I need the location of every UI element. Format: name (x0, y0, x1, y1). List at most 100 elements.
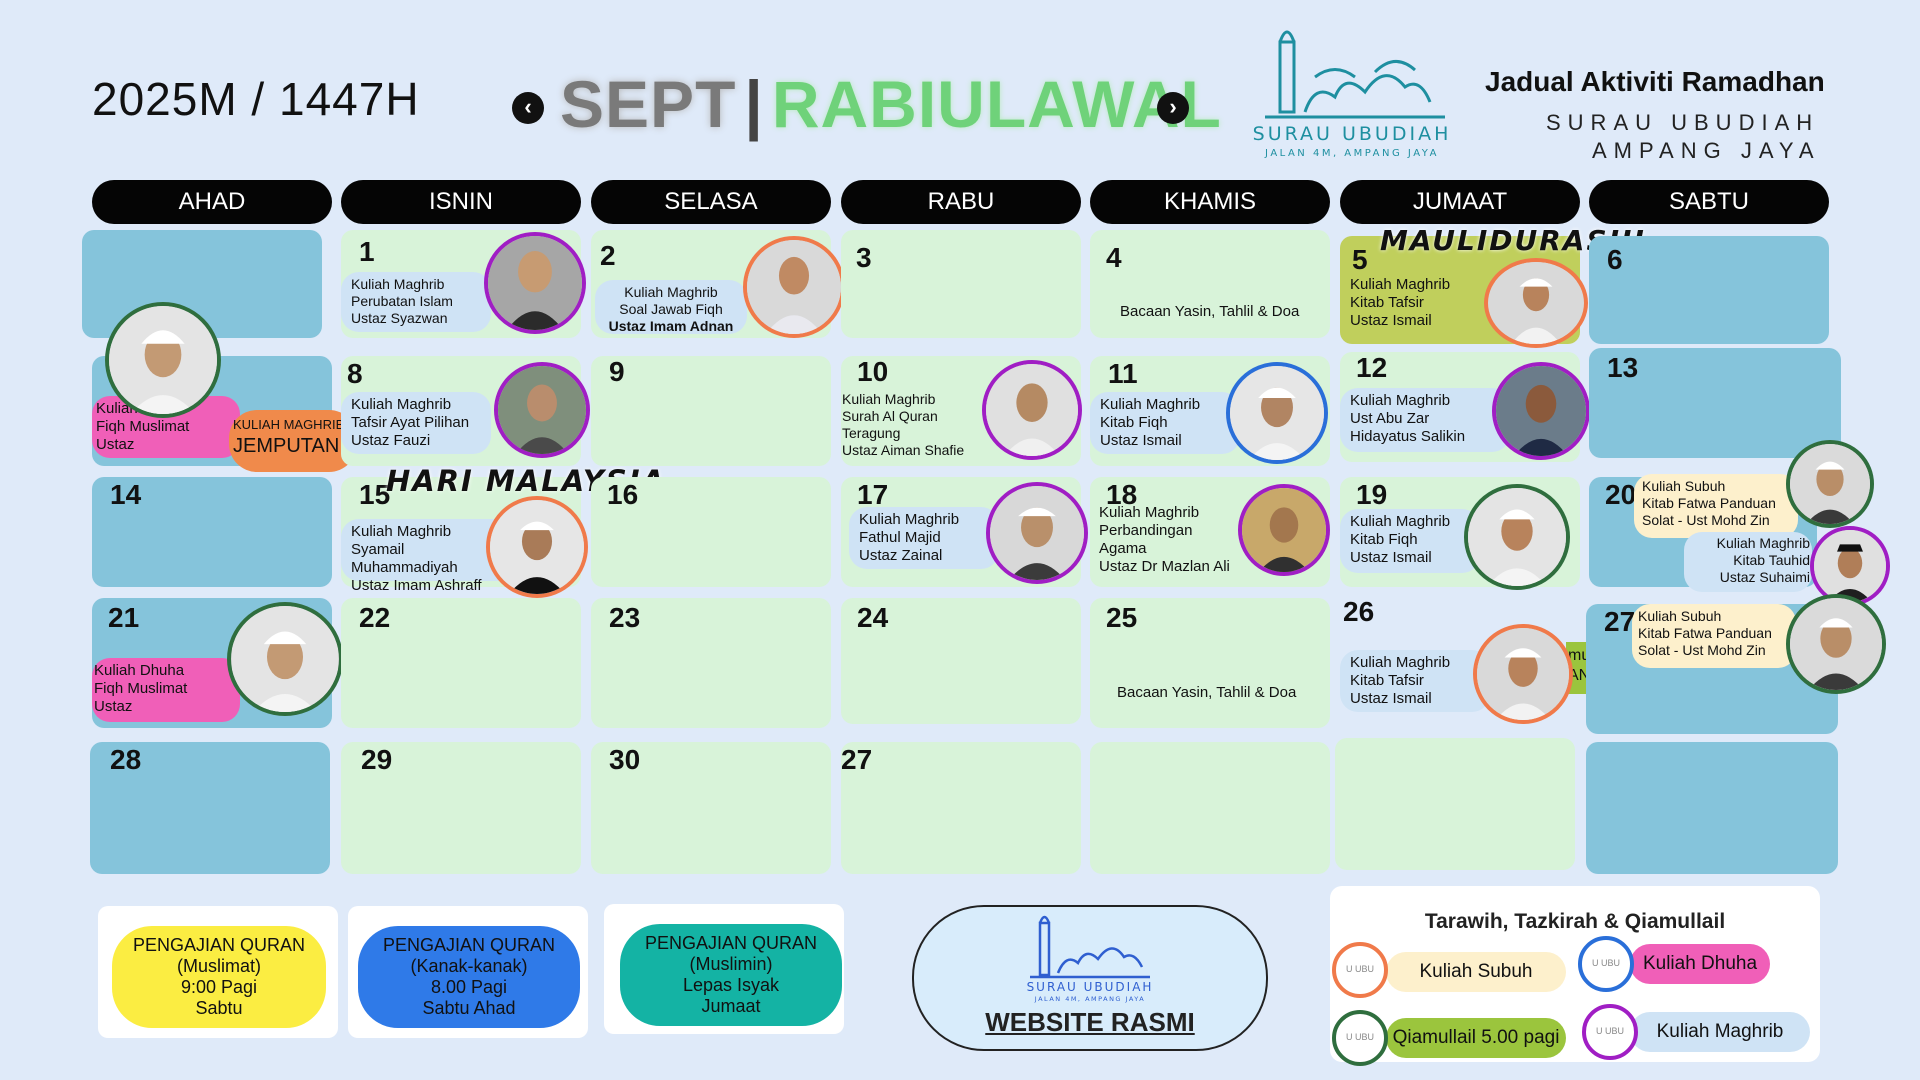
event-topic: Fathul Majid (859, 529, 941, 546)
speaker-avatar (1786, 440, 1874, 528)
surau-name: SURAU UBUDIAH (1546, 110, 1820, 135)
speaker-avatar (1492, 362, 1590, 460)
calendar-cell-9[interactable]: 9 (591, 356, 831, 466)
event-title: Kuliah Maghrib (859, 511, 960, 528)
calendar-cell-30[interactable]: 30 (591, 742, 831, 874)
class-time: 8.00 Pagi (430, 977, 508, 997)
quran-class-muslimat[interactable]: PENGAJIAN QURAN (Muslimat) 9:00 Pagi Sab… (112, 926, 326, 1028)
event-title: Kuliah Maghrib (1350, 392, 1451, 409)
speaker-avatar (743, 236, 845, 338)
calendar-cell-28[interactable]: 28 (90, 742, 330, 874)
event-title: Kuliah Dhuha (94, 662, 185, 679)
calendar-cell-29[interactable]: 29 (341, 742, 581, 874)
event-bubble-subuh: Kuliah Subuh Kitab Fatwa Panduan Solat -… (1634, 474, 1798, 538)
event-title: Kuliah Subuh (1638, 608, 1722, 624)
day-number: 22 (359, 602, 391, 633)
day-number: 12 (1356, 352, 1388, 383)
month-title: SEPT|RABIULAWAL (560, 66, 1222, 142)
website-link[interactable]: SURAU UBUDIAH JALAN 4M, AMPANG JAYA WEBS… (912, 905, 1268, 1051)
event-speaker: Ustaz Zainal (859, 547, 943, 564)
dayhead-rabu: RABU (841, 180, 1081, 224)
speaker-avatar (1464, 484, 1570, 590)
chevron-left-icon: ‹ (524, 94, 532, 119)
event-bubble: Kuliah Maghrib Perubatan Islam Ustaz Sya… (341, 272, 491, 332)
event-topic: Syamail Muhammadiyah (351, 541, 458, 576)
event-bubble: Kuliah Maghrib Tafsir Ayat Pilihan Ustaz… (341, 392, 491, 454)
day-number: 11 (1108, 358, 1138, 389)
day-number: 3 (856, 242, 872, 273)
speaker-avatar (105, 302, 221, 418)
legend-kuliah-subuh: Kuliah Subuh (1386, 952, 1566, 992)
calendar-cell-empty[interactable] (1335, 738, 1575, 870)
class-day: Jumaat (701, 996, 761, 1016)
dayhead-khamis: KHAMIS (1090, 180, 1330, 224)
calendar-cell-22[interactable]: 22 (341, 598, 581, 728)
event-bubble: Kuliah Maghrib Ust Abu Zar Hidayatus Sal… (1340, 388, 1510, 452)
event-text: Bacaan Yasin, Tahlil & Doa (1117, 684, 1297, 701)
event-topic: Hidayatus Salikin (1350, 428, 1466, 445)
class-group: (Kanak-kanak) (410, 956, 528, 976)
mosque-calligraphy-icon: SURAU UBUDIAH JALAN 4M, AMPANG JAYA (1253, 30, 1452, 159)
event-bubble: Kuliah Maghrib Syamail Muhammadiyah Usta… (341, 519, 516, 594)
event-title: Kuliah Maghrib (1099, 504, 1200, 521)
calendar-cell-14[interactable]: 14 (92, 477, 332, 587)
day-number: 18 (1106, 479, 1138, 510)
class-time: Lepas Isyak (682, 975, 780, 995)
logo-subtitle: JALAN 4M, AMPANG JAYA (1034, 995, 1145, 1003)
event-bubble: Kuliah Maghrib Surah Al Quran Teragung U… (841, 388, 991, 464)
calendar-cell-25[interactable]: 25 Bacaan Yasin, Tahlil & Doa (1090, 598, 1330, 728)
calendar-cell-24[interactable]: 24 (841, 598, 1081, 724)
day-number: 17 (857, 479, 889, 510)
calendar-cell-empty[interactable] (1090, 742, 1330, 874)
day-number: 25 (1106, 602, 1138, 633)
event-topic: Perbandingan (1099, 522, 1193, 539)
calendar-cell-23[interactable]: 23 (591, 598, 831, 728)
event-topic: Agama (1099, 540, 1147, 557)
calendar-cell-6[interactable]: 6 (1589, 236, 1829, 344)
speaker-avatar (494, 362, 590, 458)
legend-ring-text: U UBU (1345, 1032, 1374, 1042)
speaker-avatar (986, 482, 1088, 584)
event-speaker: Ustaz (94, 698, 133, 715)
event-speaker: Solat - Ust Mohd Zin (1638, 642, 1766, 658)
speaker-avatar (1484, 258, 1588, 348)
next-month-button[interactable]: › (1157, 92, 1189, 124)
calendar-cell-27-rabu[interactable]: 27 (841, 742, 1081, 874)
calendar-cell-4[interactable]: 4 Bacaan Yasin, Tahlil & Doa (1090, 230, 1330, 338)
event-speaker: Ustaz Ismail (1350, 690, 1432, 707)
legend-ring-orange: U UBU (1332, 942, 1388, 998)
event-title: Kuliah Maghrib (1716, 535, 1810, 551)
event-topic: Fiqh Muslimat (94, 680, 188, 697)
surau-logo: SURAU UBUDIAH JALAN 4M, AMPANG JAYA (1245, 22, 1460, 162)
event-speaker: Ustaz Ismail (1350, 549, 1432, 566)
event-speaker: Ustaz Suhaimi (1719, 569, 1810, 585)
logo-name: SURAU UBUDIAH (1253, 123, 1452, 145)
year-label: 2025M / 1447H (92, 73, 420, 125)
dayhead-ahad: AHAD (92, 180, 332, 224)
calendar-cell-13[interactable]: 13 (1589, 348, 1841, 458)
class-title: PENGAJIAN QURAN (644, 933, 818, 953)
speaker-avatar (227, 602, 343, 716)
event-speaker: Ustaz Dr Mazlan Ali (1099, 558, 1230, 575)
event-topic: Kitab Fiqh (1100, 414, 1168, 431)
quran-class-muslimin[interactable]: PENGAJIAN QURAN (Muslimin) Lepas Isyak J… (620, 924, 842, 1026)
speaker-avatar (486, 496, 588, 598)
day-number: 6 (1607, 244, 1623, 275)
calendar-cell-empty[interactable] (1586, 742, 1838, 874)
event-speaker: Ustaz Fauzi (351, 432, 431, 449)
prev-month-button[interactable]: ‹ (512, 92, 544, 124)
calendar-cell-3[interactable]: 3 (841, 230, 1081, 338)
event-title: Kuliah Maghrib (842, 391, 936, 407)
event-title: Kuliah Maghrib (351, 276, 445, 292)
month-separator: | (744, 67, 764, 141)
event-title: Kuliah Maghrib (624, 284, 718, 300)
speaker-avatar (1226, 362, 1328, 464)
calendar-cell-16[interactable]: 16 (591, 477, 831, 587)
day-number: 5 (1352, 244, 1368, 275)
quran-class-kanak[interactable]: PENGAJIAN QURAN (Kanak-kanak) 8.00 Pagi … (358, 926, 580, 1028)
quran-class-panel: PENGAJIAN QURAN (Kanak-kanak) 8.00 Pagi … (348, 906, 588, 1038)
event-topic: Soal Jawab Fiqh (619, 301, 723, 317)
day-number: 10 (857, 356, 889, 387)
legend-qiamullail: Qiamullail 5.00 pagi (1386, 1018, 1566, 1058)
speaker-avatar (1473, 624, 1573, 724)
